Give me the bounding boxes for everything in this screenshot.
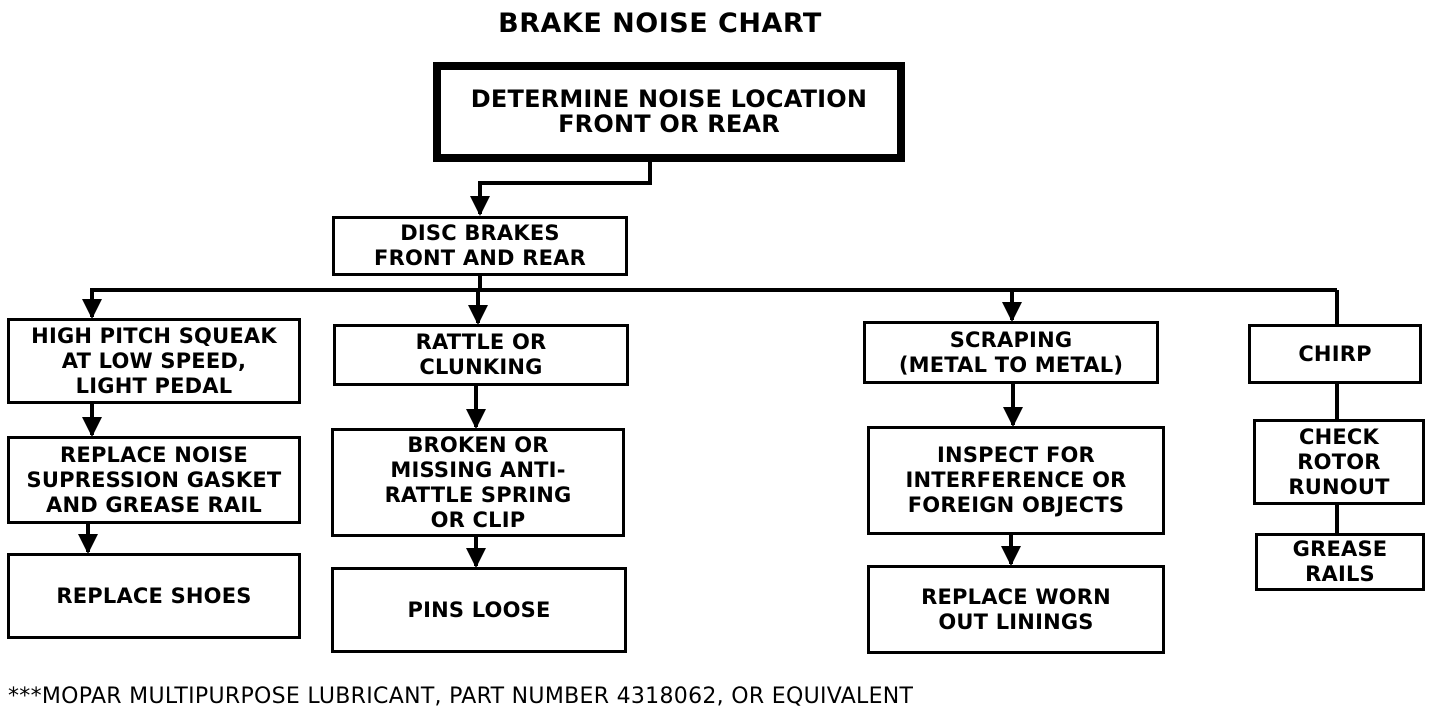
node-replace-gasket: REPLACE NOISE SUPRESSION GASKET AND GREA… [7, 436, 301, 524]
node-replace-shoes: REPLACE SHOES [7, 553, 301, 639]
chart-title: BRAKE NOISE CHART [498, 8, 822, 39]
node-chirp: CHIRP [1248, 324, 1422, 384]
node-disc-brakes: DISC BRAKES FRONT AND REAR [332, 216, 628, 276]
node-inspect-interference: INSPECT FOR INTERFERENCE OR FOREIGN OBJE… [867, 426, 1165, 535]
footnote: ***MOPAR MULTIPURPOSE LUBRICANT, PART NU… [8, 684, 914, 709]
node-pins-loose: PINS LOOSE [331, 567, 627, 653]
node-grease-rails: GREASE RAILS [1255, 533, 1425, 591]
node-rattle-clunking: RATTLE OR CLUNKING [333, 324, 629, 386]
node-broken-spring: BROKEN OR MISSING ANTI- RATTLE SPRING OR… [331, 428, 625, 537]
connector-root-disc [470, 160, 652, 216]
node-check-rotor-runout: CHECK ROTOR RUNOUT [1253, 419, 1425, 505]
node-high-pitch-squeak: HIGH PITCH SQUEAK AT LOW SPEED, LIGHT PE… [7, 318, 301, 404]
node-determine-location: DETERMINE NOISE LOCATION FRONT OR REAR [433, 62, 905, 162]
node-scraping: SCRAPING (METAL TO METAL) [863, 321, 1159, 384]
node-replace-linings: REPLACE WORN OUT LININGS [867, 565, 1165, 654]
